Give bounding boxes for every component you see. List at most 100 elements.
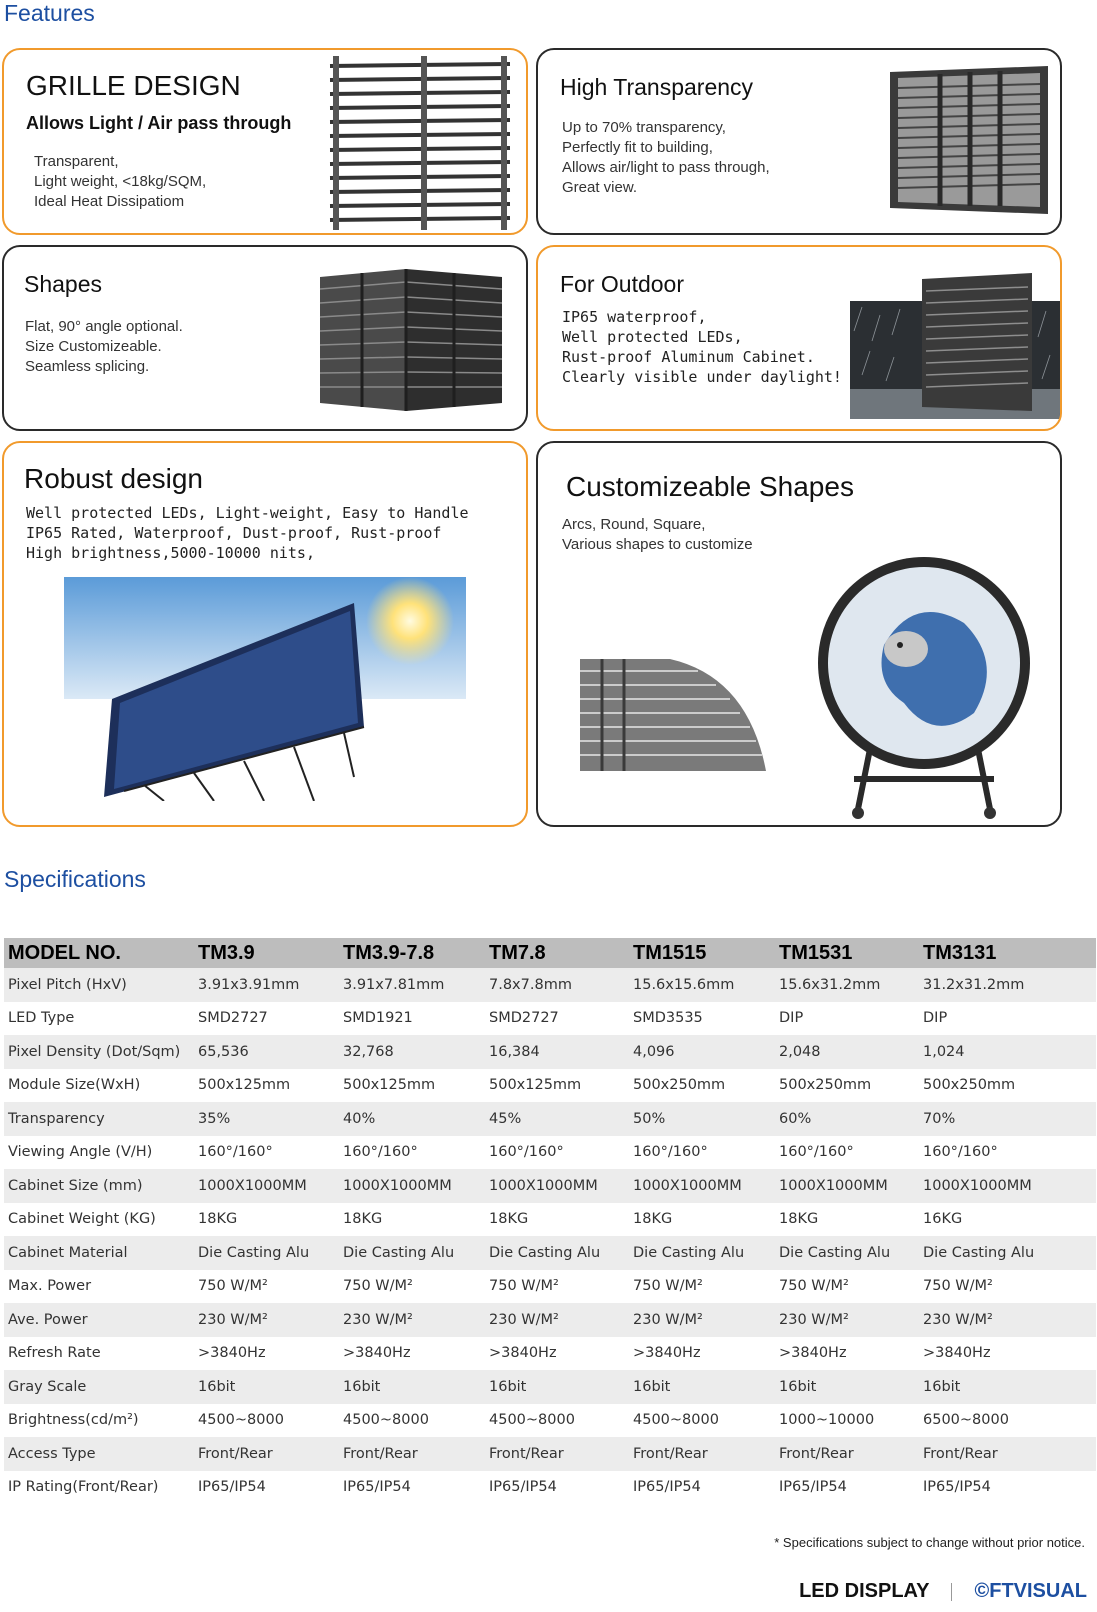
table-cell: 160°/160°: [339, 1135, 485, 1169]
round-display-illustration: [818, 557, 1030, 819]
feature-card-for-outdoor: For Outdoor IP65 waterproof, Well protec…: [536, 245, 1062, 431]
table-cell: 16,384: [485, 1035, 629, 1069]
footnote: * Specifications subject to change witho…: [774, 1535, 1085, 1550]
grille-panel-illustration: [329, 56, 511, 230]
table-cell: SMD1921: [339, 1001, 485, 1035]
column-header: TM1515: [629, 938, 775, 968]
table-cell: 18KG: [775, 1202, 919, 1236]
column-header: TM1531: [775, 938, 919, 968]
footer-label: LED DISPLAY: [799, 1580, 930, 1602]
footer-separator: [951, 1582, 953, 1601]
table-cell: 4500~8000: [629, 1403, 775, 1437]
table-cell: 750 W/M²: [919, 1269, 1096, 1303]
table-cell: DIP: [775, 1001, 919, 1035]
card-description: Transparent, Light weight, <18kg/SQM, Id…: [34, 153, 207, 210]
feature-card-shapes: Shapes Flat, 90° angle optional. Size Cu…: [2, 245, 528, 431]
table-cell: Die Casting Alu: [629, 1236, 775, 1270]
card-subtitle: Allows Light / Air pass through: [26, 113, 292, 133]
table-cell: DIP: [919, 1001, 1096, 1035]
table-cell: Front/Rear: [775, 1437, 919, 1471]
card-description: IP65 waterproof, Well protected LEDs, Ru…: [562, 308, 842, 386]
table-cell: 4500~8000: [339, 1403, 485, 1437]
table-cell: 500x250mm: [775, 1068, 919, 1102]
table-cell: SMD2727: [485, 1001, 629, 1035]
table-cell: 3.91x3.91mm: [194, 968, 339, 1002]
features-heading: Features: [4, 0, 95, 26]
table-cell: >3840Hz: [629, 1336, 775, 1370]
feature-card-customizeable-shapes: Customizeable Shapes Arcs, Round, Square…: [536, 441, 1062, 827]
specifications-table: MODEL NO. TM3.9 TM3.9-7.8 TM7.8 TM1515 T…: [4, 938, 1096, 1504]
card-description: Flat, 90° angle optional. Size Customize…: [25, 318, 183, 375]
table-cell: 65,536: [194, 1035, 339, 1069]
table-cell: 750 W/M²: [339, 1269, 485, 1303]
table-cell: Die Casting Alu: [485, 1236, 629, 1270]
billboard-illustration: [64, 577, 466, 801]
table-cell: IP65/IP54: [919, 1470, 1096, 1504]
table-cell: >3840Hz: [775, 1336, 919, 1370]
card-title: Shapes: [24, 271, 103, 297]
table-row: Viewing Angle (V/H)160°/160°160°/160°160…: [4, 1135, 1096, 1169]
table-cell: 15.6x15.6mm: [629, 968, 775, 1002]
table-cell: 2,048: [775, 1035, 919, 1069]
table-cell: 1000X1000MM: [629, 1169, 775, 1203]
table-cell: SMD3535: [629, 1001, 775, 1035]
table-cell: 160°/160°: [194, 1135, 339, 1169]
table-header-row: MODEL NO. TM3.9 TM3.9-7.8 TM7.8 TM1515 T…: [4, 938, 1096, 968]
table-cell: Front/Rear: [629, 1437, 775, 1471]
table-cell: 16bit: [629, 1370, 775, 1404]
table-cell: 160°/160°: [485, 1135, 629, 1169]
table-cell: 160°/160°: [775, 1135, 919, 1169]
table-cell: Die Casting Alu: [339, 1236, 485, 1270]
table-cell: 16bit: [485, 1370, 629, 1404]
column-header: TM3131: [919, 938, 1096, 968]
table-cell: 1000X1000MM: [775, 1169, 919, 1203]
table-cell: 750 W/M²: [194, 1269, 339, 1303]
table-cell: 6500~8000: [919, 1403, 1096, 1437]
table-cell: 4500~8000: [194, 1403, 339, 1437]
table-cell: >3840Hz: [919, 1336, 1096, 1370]
table-cell: 1000X1000MM: [339, 1169, 485, 1203]
table-cell: Front/Rear: [194, 1437, 339, 1471]
row-label: Ave. Power: [4, 1303, 194, 1337]
table-cell: 16bit: [194, 1370, 339, 1404]
row-label: LED Type: [4, 1001, 194, 1035]
card-description: Arcs, Round, Square, Various shapes to c…: [562, 516, 753, 553]
row-label: Cabinet Weight (KG): [4, 1202, 194, 1236]
table-cell: 1000X1000MM: [194, 1169, 339, 1203]
table-cell: 230 W/M²: [485, 1303, 629, 1337]
card-title: Robust design: [24, 463, 204, 494]
table-cell: 500x250mm: [919, 1068, 1096, 1102]
table-cell: 500x250mm: [629, 1068, 775, 1102]
table-cell: Front/Rear: [919, 1437, 1096, 1471]
row-label: IP Rating(Front/Rear): [4, 1470, 194, 1504]
column-header: TM7.8: [485, 938, 629, 968]
table-cell: 16bit: [919, 1370, 1096, 1404]
table-cell: IP65/IP54: [194, 1470, 339, 1504]
table-cell: 3.91x7.81mm: [339, 968, 485, 1002]
table-cell: 18KG: [194, 1202, 339, 1236]
table-cell: 160°/160°: [919, 1135, 1096, 1169]
row-label: Transparency: [4, 1102, 194, 1136]
row-label: Max. Power: [4, 1269, 194, 1303]
row-label: Gray Scale: [4, 1370, 194, 1404]
row-label: Pixel Pitch (HxV): [4, 968, 194, 1002]
table-cell: 18KG: [629, 1202, 775, 1236]
transparent-panel-illustration: [890, 66, 1048, 214]
table-cell: 230 W/M²: [629, 1303, 775, 1337]
table-cell: Die Casting Alu: [194, 1236, 339, 1270]
outdoor-rain-illustration: [850, 273, 1060, 419]
